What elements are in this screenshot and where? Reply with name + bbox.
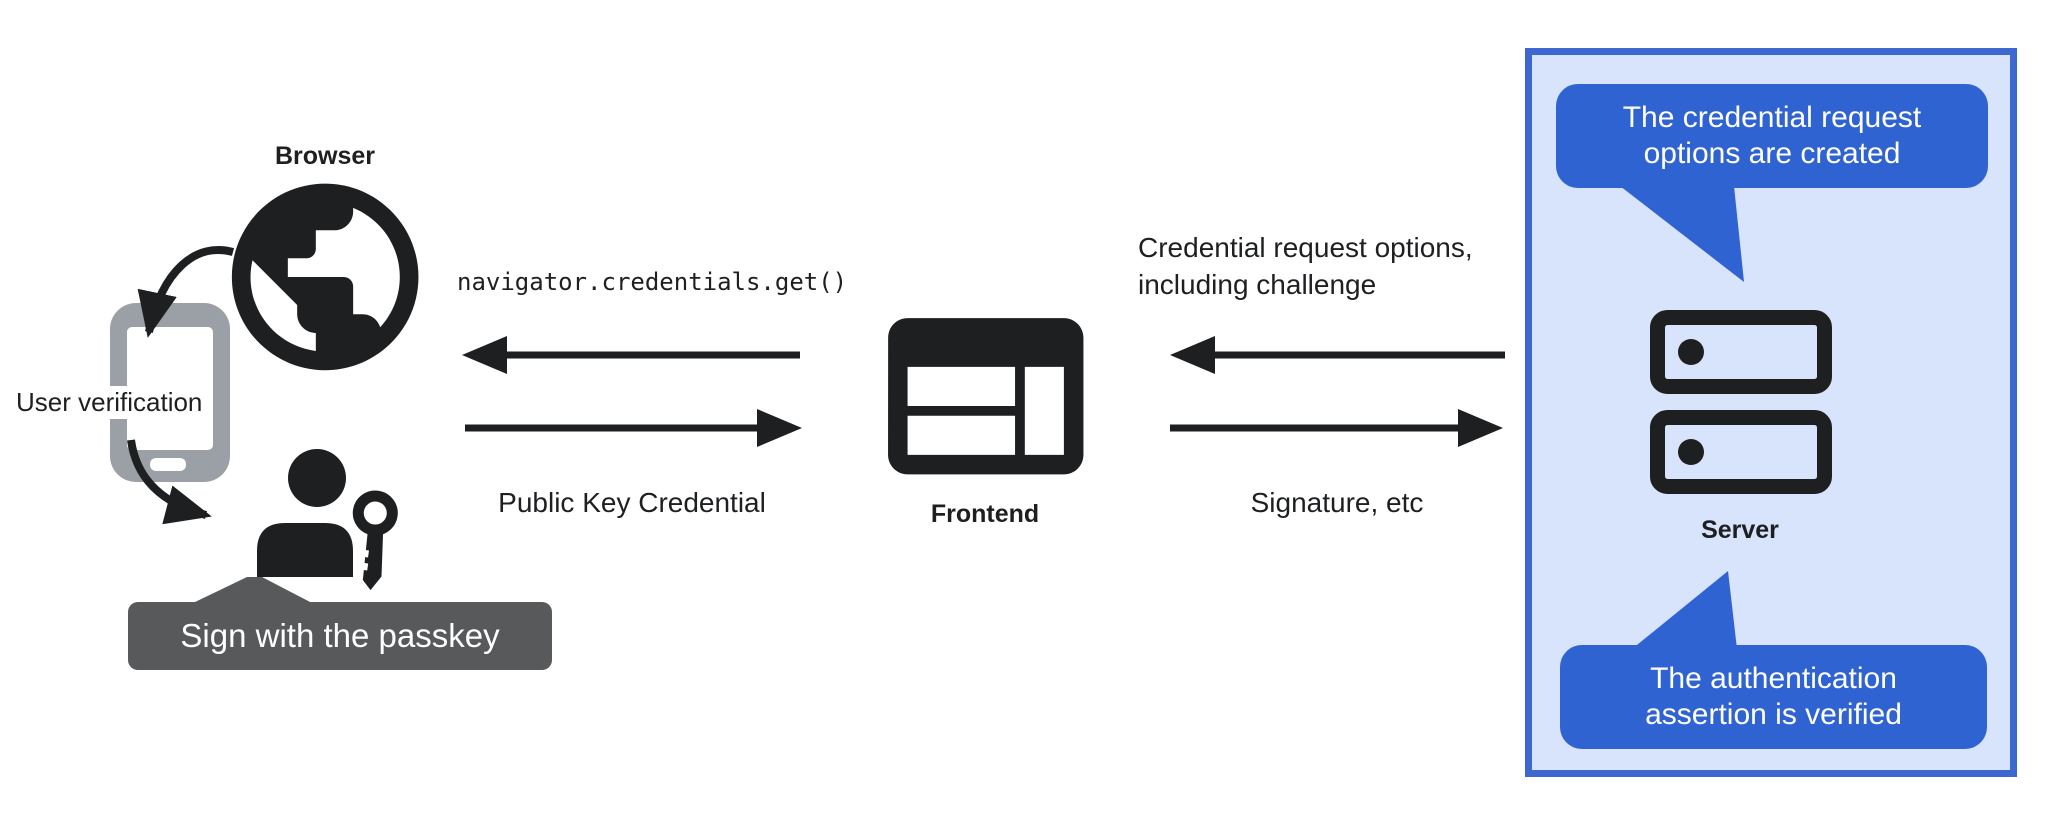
credential-request-options-line1: Credential request options,	[1138, 232, 1473, 263]
sign-with-passkey-tooltip: Sign with the passkey	[128, 602, 552, 670]
bubble-top-line1: The credential request	[1622, 101, 1922, 134]
assertion-verified-bubble: The authentication assertion is verified	[1560, 645, 1987, 749]
sign-with-passkey-text: Sign with the passkey	[180, 617, 500, 654]
browser-globe-icon	[231, 183, 419, 371]
server-icon	[1650, 310, 1832, 494]
bubble-top-line2: options are created	[1643, 137, 1901, 170]
credential-request-options-label: Credential request options, including ch…	[1138, 229, 1473, 303]
phone-to-user-arrow	[127, 439, 212, 525]
browser-to-frontend-arrow	[465, 409, 802, 447]
frontend-to-browser-arrow	[462, 336, 800, 374]
bubble-bottom-tail	[1632, 571, 1737, 649]
browser-to-phone-arrow	[137, 246, 235, 338]
public-key-credential-label: Public Key Credential	[498, 487, 766, 518]
credential-request-options-line2: including challenge	[1138, 269, 1377, 300]
user-verification-label: User verification	[13, 386, 206, 419]
browser-label: Browser	[274, 142, 376, 170]
passkey-key-icon	[352, 490, 398, 591]
signature-label: Signature, etc	[1250, 487, 1424, 518]
frontend-label: Frontend	[930, 500, 1040, 528]
server-label: Server	[1701, 516, 1779, 544]
credential-options-created-bubble: The credential request options are creat…	[1556, 84, 1988, 188]
frontend-to-server-arrow	[1170, 409, 1503, 447]
server-to-frontend-arrow	[1170, 336, 1505, 374]
navigator-credentials-get-label: navigator.credentials.get()	[457, 268, 848, 296]
frontend-icon	[888, 318, 1084, 475]
user-icon	[257, 449, 353, 577]
bubble-bottom-line1: The authentication	[1650, 662, 1897, 695]
bubble-top-tail	[1620, 186, 1744, 282]
tooltip-pointer	[193, 577, 312, 603]
bubble-bottom-line2: assertion is verified	[1645, 698, 1902, 731]
